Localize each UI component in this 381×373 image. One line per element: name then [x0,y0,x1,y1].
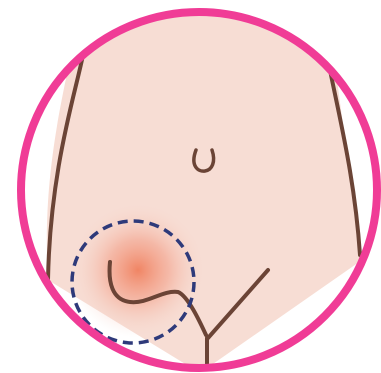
abdomen-pain-illustration [0,0,381,373]
illustration-canvas [0,0,381,373]
